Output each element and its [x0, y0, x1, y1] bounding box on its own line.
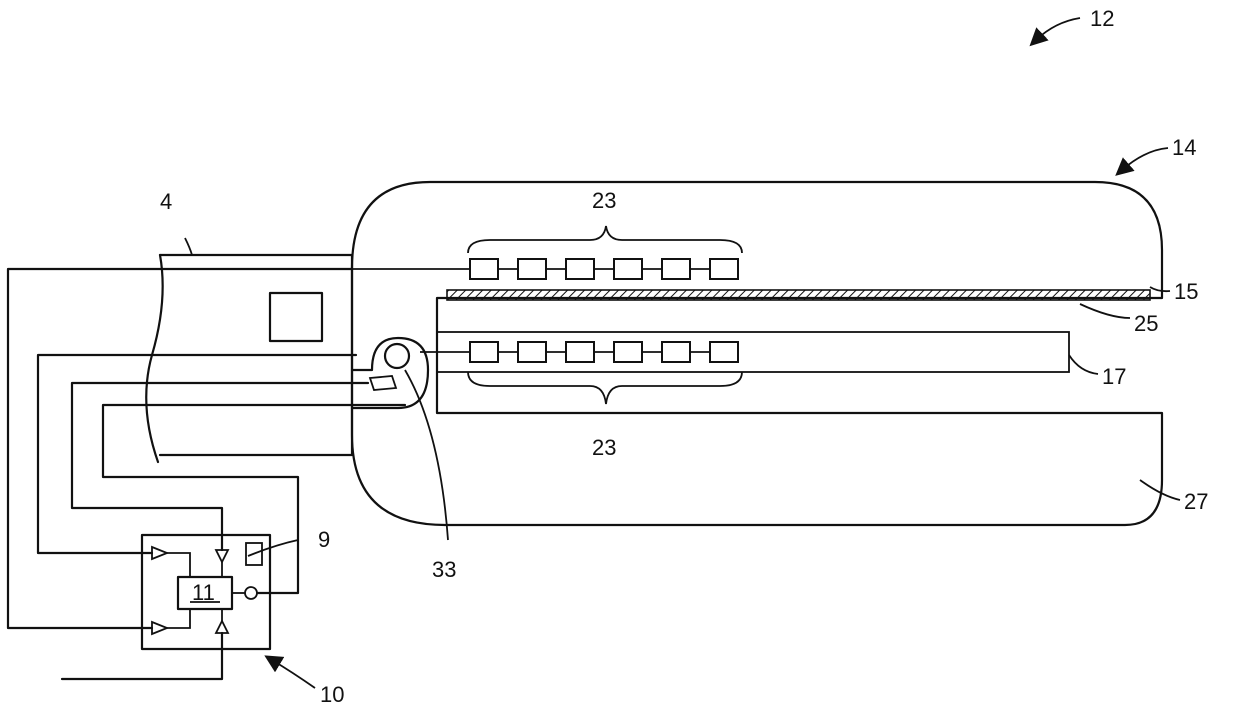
leader-lines — [185, 238, 1180, 556]
label-controller: 11 — [192, 580, 215, 605]
rotary-element — [352, 338, 428, 408]
label-housing: 14 — [1172, 135, 1196, 160]
label-33: 33 — [432, 557, 456, 582]
label-module: 10 — [320, 682, 344, 707]
label-15: 15 — [1174, 279, 1198, 304]
sensor-row-bottom — [420, 342, 738, 362]
hatched-layer — [447, 290, 1150, 300]
label-17: 17 — [1102, 364, 1126, 389]
label-device: 12 — [1090, 6, 1114, 31]
arrow-device — [1036, 18, 1080, 40]
label-9: 9 — [318, 527, 330, 552]
label-layer: 25 — [1134, 311, 1158, 336]
label-sensors-top: 23 — [592, 188, 616, 213]
brace-top — [468, 226, 742, 253]
sensor-row-top — [352, 259, 738, 279]
label-4: 4 — [160, 189, 172, 214]
base-block — [146, 255, 352, 462]
arrow-module — [272, 660, 315, 688]
wiring — [8, 269, 405, 679]
label-27: 27 — [1184, 489, 1208, 514]
brace-bottom — [468, 372, 742, 404]
arrow-housing — [1122, 148, 1168, 170]
label-sensors-bottom: 23 — [592, 435, 616, 460]
